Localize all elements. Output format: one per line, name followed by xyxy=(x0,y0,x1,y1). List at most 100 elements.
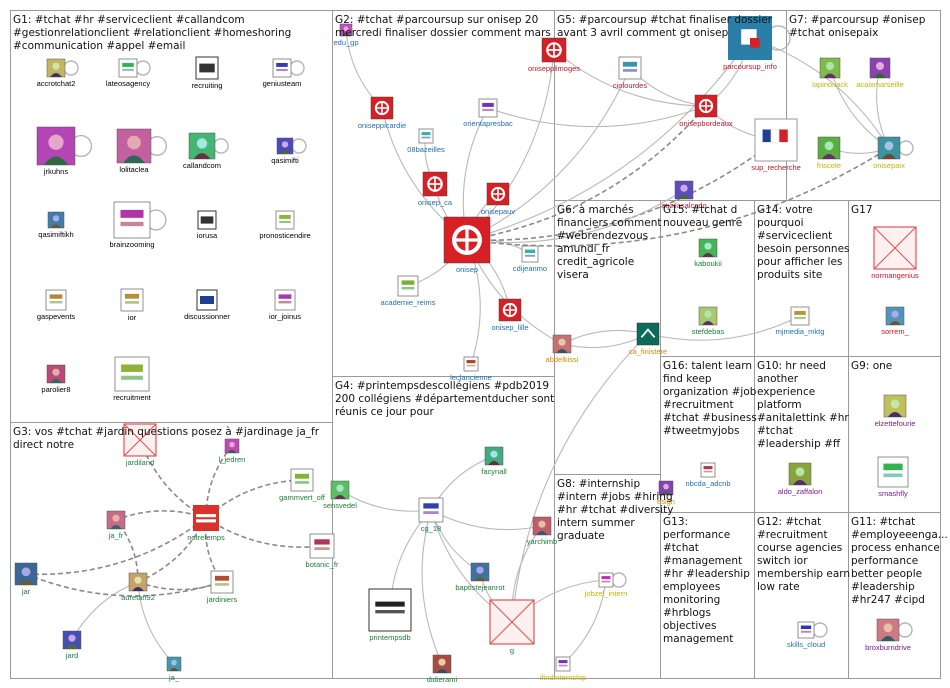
node-ja-[interactable]: ja_ xyxy=(166,656,182,682)
node-auretan92[interactable]: auretan92 xyxy=(121,572,155,602)
node-gammvert-off[interactable]: gammvert_off xyxy=(279,468,326,502)
node-ca-finistere[interactable]: ca_finistere xyxy=(629,322,667,356)
node-ciolourdes[interactable]: ciolourdes xyxy=(613,56,647,90)
group-title-line: G17 xyxy=(851,204,873,216)
node-callandcom[interactable]: callandcom xyxy=(183,132,221,170)
node-pronosticendire[interactable]: pronosticendire xyxy=(259,210,311,240)
node-recruitment[interactable]: recruitment xyxy=(113,356,152,402)
group-title-line: #hr247 #cipd xyxy=(851,594,925,606)
node-onisepplimoges[interactable]: onisepplimoges xyxy=(528,37,580,73)
edge xyxy=(466,37,751,241)
avatar-icon xyxy=(339,23,353,37)
node-jobzel-intern[interactable]: jobzel_intern xyxy=(584,572,628,598)
node-onisep-ca[interactable]: onisep_ca xyxy=(418,171,453,207)
node-botanic-fr[interactable]: botanic_fr xyxy=(306,533,339,569)
node-kaboukii[interactable]: kaboukii xyxy=(694,238,722,268)
group-title-line: organization #job xyxy=(663,386,757,398)
bourges-icon xyxy=(368,588,412,632)
node-label: aldo_zaffalon xyxy=(778,487,822,496)
node-notretemps[interactable]: notretemps xyxy=(187,505,225,542)
node-08bazeilles[interactable]: 08bazeilles xyxy=(407,128,445,154)
group-titles: G1: #tchat #hr #serviceclient #callandco… xyxy=(13,14,948,645)
node-normangenius[interactable]: normangenius xyxy=(871,226,919,280)
node-printempsdb[interactable]: printempsdb xyxy=(368,588,412,642)
node-jrkuhns[interactable]: jrkuhns xyxy=(36,126,76,176)
node-oniseppicardie[interactable]: oniseppicardie xyxy=(358,96,406,130)
node-geniusteam[interactable]: geniusteam xyxy=(263,58,302,88)
node-parcoursup-info[interactable]: parcoursup_info xyxy=(723,16,777,71)
node-ior-joinus[interactable]: ior_joinus xyxy=(269,289,301,321)
node-parolier8[interactable]: parolier8 xyxy=(41,364,71,394)
node-ifindinternship[interactable]: ifindinternship xyxy=(540,656,586,682)
node-ior[interactable]: ior xyxy=(120,288,144,322)
onisep-icon xyxy=(486,182,510,206)
self-loop-edge xyxy=(291,138,307,154)
node-sensvedel[interactable]: sensvedel xyxy=(323,480,357,510)
node-elzettefourie[interactable]: elzettefourie xyxy=(875,394,916,428)
node-jardiland[interactable]: jardiland xyxy=(123,423,157,467)
node-auzilasalcado[interactable]: auzilasalcado xyxy=(661,180,707,210)
node-jardiniers[interactable]: jardiniers xyxy=(206,570,238,604)
group-title-line: #hrblogs xyxy=(663,607,711,619)
node-baptistejeanrot[interactable]: baptistejeanrot xyxy=(455,562,506,592)
node-broxburndrive[interactable]: broxburndrive xyxy=(865,618,911,652)
node-accrotchat2[interactable]: accrotchat2 xyxy=(37,58,76,88)
node-lapinouack[interactable]: lapinouack xyxy=(812,57,848,89)
node-sorrem-[interactable]: sorrem_ xyxy=(881,306,910,336)
node-label: baptistejeanrot xyxy=(455,583,505,592)
node-label: oniseppicardie xyxy=(358,121,406,130)
node-qasimiftikh[interactable]: qasimiftikh xyxy=(38,211,74,239)
node-smashfly[interactable]: smashfly xyxy=(877,456,909,498)
node-orientapresbac[interactable]: orientapresbac xyxy=(463,98,513,128)
node-l-jedren[interactable]: l_jedren xyxy=(219,438,246,464)
avatar-icon xyxy=(817,136,841,160)
node-acaixmarseille[interactable]: acaixmarseille xyxy=(856,57,904,89)
node-jard[interactable]: jard xyxy=(62,630,82,660)
node-aldo-zaffalon[interactable]: aldo_zaffalon xyxy=(778,462,822,496)
node-onisep-lille[interactable]: onisep_lille xyxy=(491,298,529,332)
node-friscote[interactable]: friscote xyxy=(817,136,841,170)
node-lateosagency[interactable]: lateosagency xyxy=(106,58,150,88)
group-title-line: experience xyxy=(757,386,815,398)
group-title-line: low rate xyxy=(757,581,800,593)
node-yarchimb[interactable]: yarchimb xyxy=(527,516,557,546)
node-onisepbordeaux[interactable]: onisepbordeaux xyxy=(679,94,733,128)
avatar-icon xyxy=(869,57,891,79)
node-nbcda-adcnb[interactable]: nbcda_adcnb xyxy=(685,462,731,488)
node-ja-fr[interactable]: ja_fr xyxy=(106,510,126,540)
node-abdelkissi[interactable]: abdelkissi xyxy=(546,334,579,364)
node-jar[interactable]: jar xyxy=(14,562,38,596)
node-qasimifti[interactable]: qasimifti xyxy=(271,137,299,165)
node-g4-missing[interactable]: g xyxy=(489,599,535,655)
node-label: onisep xyxy=(456,265,478,274)
logo-icon xyxy=(555,656,571,672)
node-label: orientapresbac xyxy=(463,119,513,128)
edge xyxy=(25,517,208,576)
node-edu-gp[interactable]: edu_gp xyxy=(333,23,359,47)
node-iorusa[interactable]: iorusa xyxy=(197,210,218,240)
group-title-line: #tchat #business xyxy=(663,412,757,424)
node-skills-cloud[interactable]: skills_cloud xyxy=(787,621,825,649)
node-recruiting[interactable]: recruiting xyxy=(192,56,223,90)
node-brainzooming[interactable]: brainzooming xyxy=(109,201,155,249)
node-label: printempsdb xyxy=(369,633,410,642)
node-onisepauv[interactable]: onisepauv xyxy=(481,182,515,216)
node-onisepaix[interactable]: onisepaix xyxy=(873,136,905,170)
node-cdijeanmo[interactable]: cdijeanmo xyxy=(513,245,547,273)
node-label: jardiniers xyxy=(206,595,238,604)
node-sup-recherche[interactable]: sup_recherche xyxy=(751,118,801,172)
node-didierami[interactable]: didierami xyxy=(427,654,458,684)
node-academie-reims[interactable]: academie_reims xyxy=(380,275,436,307)
node-leclancienne[interactable]: leclancienne xyxy=(450,356,492,382)
node-g16-design[interactable]: esign xyxy=(657,480,675,506)
node-cg-18[interactable]: cg_18 xyxy=(418,497,444,533)
node-facynall[interactable]: facynall xyxy=(481,446,507,476)
node-lolitaclea[interactable]: lolitaclea xyxy=(116,128,152,174)
node-mjmedia-mktg[interactable]: mjmedia_mktg xyxy=(776,306,825,336)
node-onisep[interactable]: onisep xyxy=(443,216,491,274)
node-discussionner[interactable]: discussionner xyxy=(184,289,230,321)
avatar-icon xyxy=(188,132,216,160)
node-gaspevents[interactable]: gaspevents xyxy=(37,289,76,321)
node-stefdebas[interactable]: stefdebas xyxy=(692,306,725,336)
group-title-line: #employeeenga... xyxy=(851,529,948,541)
